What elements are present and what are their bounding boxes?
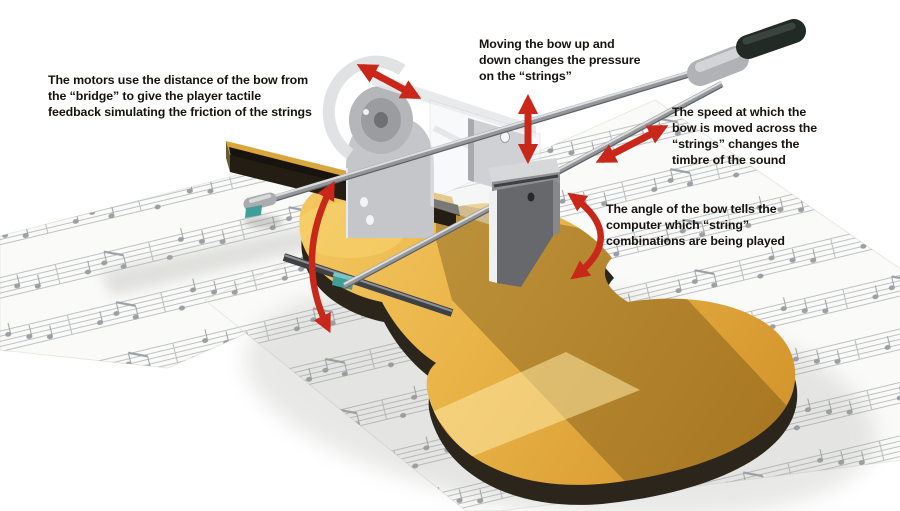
bow-tilt-arc-arrow-icon	[308, 180, 335, 334]
belt-double-arrow-icon	[356, 63, 422, 100]
drive-belt-loop	[322, 55, 406, 159]
annotation-angle: The angle of the bow tells the computer …	[606, 202, 785, 249]
wedge-block	[497, 180, 553, 287]
annotation-speed: The speed at which the bow is moved acro…	[672, 105, 818, 168]
handle-grip	[736, 19, 806, 59]
annotation-motors: The motors use the distance of the bow f…	[48, 73, 312, 120]
bow-handle	[687, 19, 806, 86]
teal-pad-knob	[245, 205, 262, 218]
bow-tip-knob	[243, 192, 277, 218]
bow-rod-upper	[261, 62, 717, 206]
bow-angle-arc-arrow-icon	[567, 192, 604, 280]
arrows	[308, 63, 669, 334]
speed-double-arrow-icon	[595, 124, 669, 164]
bridge-wedge	[488, 158, 560, 287]
annotation-pressure: Moving the bow up and down changes the p…	[479, 37, 641, 84]
